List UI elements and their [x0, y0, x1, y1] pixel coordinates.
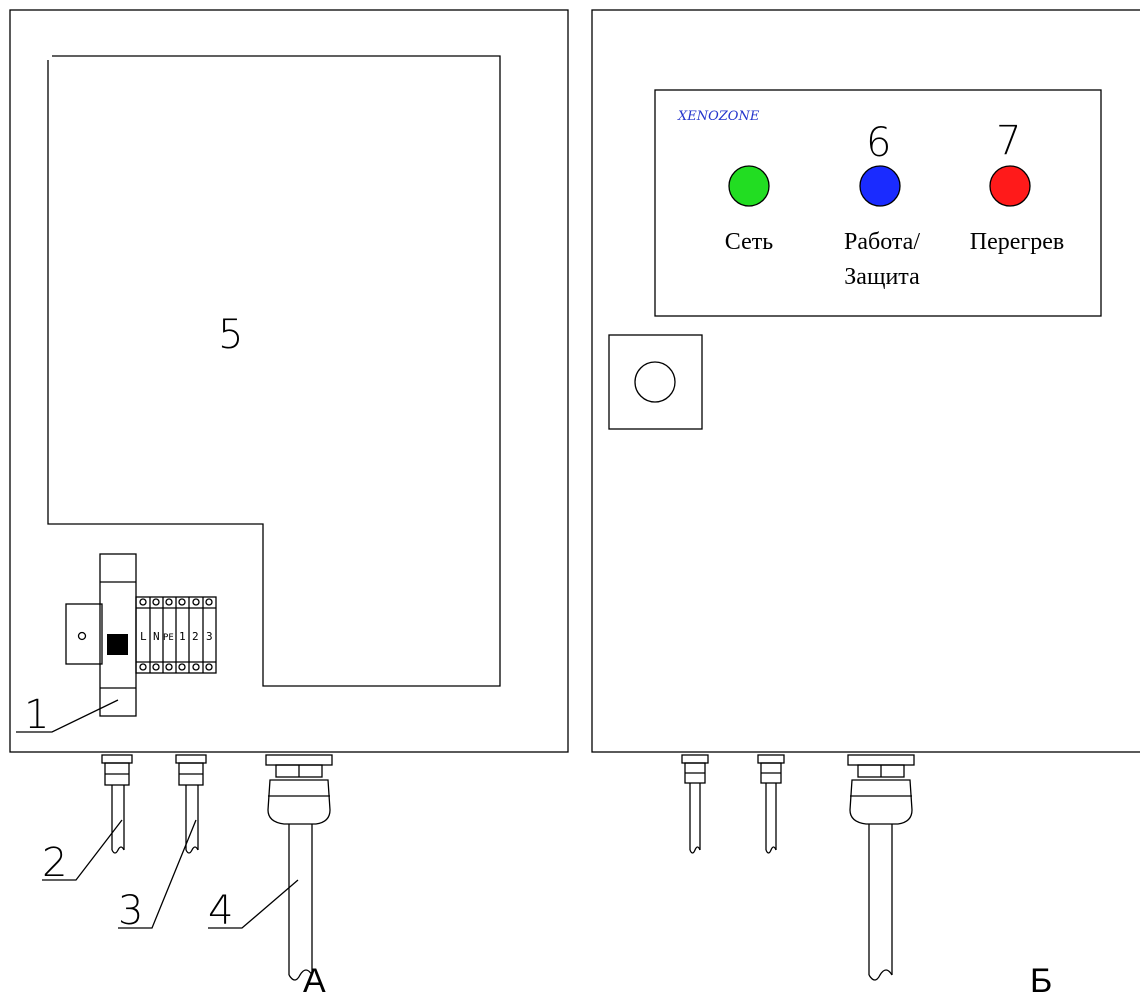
terminal-block: L N PE 1 2 3 — [135, 596, 217, 674]
leader-4 — [208, 879, 299, 929]
breaker-screw-icon — [77, 631, 87, 641]
circuit-breaker — [65, 553, 137, 717]
callout-1: 1 — [24, 692, 49, 738]
callout-6: 6 — [866, 120, 891, 166]
leader-3 — [118, 819, 197, 929]
panel-a: 5 — [9, 9, 569, 1000]
breaker-toggle-icon — [107, 634, 128, 655]
terminal-screws — [139, 598, 213, 671]
enclosure-b — [591, 9, 1140, 753]
callout-3: 3 — [118, 888, 143, 934]
cable-gland-b-2 — [757, 754, 785, 854]
terminal-label-l: L — [140, 630, 147, 643]
cable-gland-b-1 — [681, 754, 709, 854]
cable-gland-3 — [175, 754, 207, 854]
cable-gland-2 — [101, 754, 133, 854]
terminal-label-n: N — [153, 630, 160, 643]
terminal-label-1: 1 — [179, 630, 186, 643]
callout-7: 7 — [996, 118, 1021, 164]
cable-gland-b-3 — [847, 754, 915, 981]
lamp-work-protection-icon — [859, 165, 901, 207]
lamp-network-icon — [728, 165, 770, 207]
callout-4: 4 — [208, 888, 233, 934]
enclosure-a — [9, 9, 569, 753]
terminal-label-pe: PE — [163, 633, 174, 643]
mounting-plate — [47, 55, 501, 687]
terminal-label-2: 2 — [192, 630, 199, 643]
leader-1 — [16, 699, 119, 733]
terminal-label-3: 3 — [206, 630, 213, 643]
lamp-work-label-line1: Работа/ — [844, 229, 920, 255]
panel-a-letter: А — [303, 962, 326, 1000]
panel-b: XENOZONE 6 7 Сеть Работа/ Защита Перегре… — [591, 9, 1140, 1000]
lamp-network-label: Сеть — [725, 229, 773, 255]
switch-knob-icon — [634, 361, 676, 403]
panel-b-letter: Б — [1030, 962, 1052, 1000]
lamp-overheat-icon — [989, 165, 1031, 207]
indicator-panel — [654, 89, 1102, 317]
callout-5: 5 — [218, 312, 243, 358]
callout-2: 2 — [42, 840, 67, 886]
cable-gland-4 — [265, 754, 333, 981]
leader-2 — [42, 819, 123, 881]
power-switch — [608, 334, 703, 430]
lamp-overheat-label: Перегрев — [970, 229, 1064, 255]
brand-logo: XENOZONE — [677, 109, 760, 124]
lamp-work-label-line2: Защита — [844, 264, 920, 290]
